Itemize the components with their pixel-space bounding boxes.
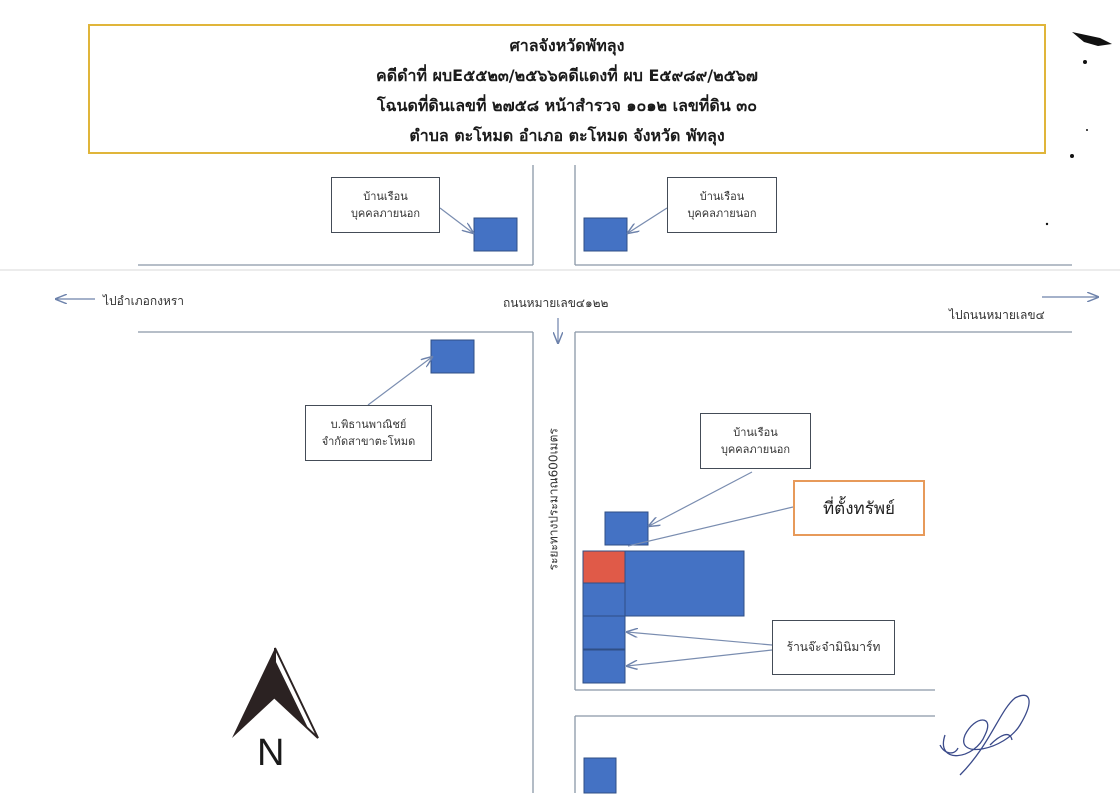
label-line: บุคคลภายนอก bbox=[720, 443, 791, 456]
building-shop-1 bbox=[582, 582, 626, 617]
label-house-top-right: บ้านเรือน บุคคลภายนอก bbox=[667, 177, 777, 233]
building-bottom bbox=[583, 757, 617, 794]
label-line: บ้านเรือน bbox=[699, 190, 745, 203]
callout-property bbox=[627, 506, 794, 547]
label-line: บุคคลภายนอก bbox=[350, 207, 421, 220]
title-block: ศาลจังหวัดพัทลุง คดีดำที่ ผบE๕๕๒๓/๒๕๖๖คด… bbox=[88, 24, 1046, 154]
label-house-middle: บ้านเรือน บุคคลภายนอก bbox=[700, 413, 811, 469]
building-shop-3 bbox=[582, 649, 626, 684]
callout-company bbox=[367, 357, 432, 406]
north-arrow-icon bbox=[232, 647, 319, 739]
court-name: ศาลจังหวัดพัทลุง bbox=[509, 36, 625, 55]
label-to-highway-4: ไปถนนหมายเลข๔ bbox=[949, 308, 1045, 322]
label-line: จำกัดสาขาตะโหมด bbox=[321, 435, 416, 448]
callout-arrows bbox=[367, 207, 794, 666]
road-lines bbox=[138, 165, 1072, 793]
compass-label: N bbox=[257, 732, 285, 774]
callout-top-right bbox=[628, 207, 668, 233]
signature-mark bbox=[939, 694, 1030, 776]
label-line: บุคคลภายนอก bbox=[687, 207, 757, 220]
label-property: ที่ตั้งทรัพย์ bbox=[793, 480, 925, 536]
label-line: บ.พิธานพาณิชย์ bbox=[330, 418, 407, 431]
building-house-middle bbox=[604, 511, 649, 546]
label-line: บ้านเรือน bbox=[363, 190, 408, 203]
scan-specks bbox=[1045, 32, 1112, 226]
building-shop-2 bbox=[582, 615, 626, 650]
building-large bbox=[624, 550, 745, 617]
label-highway-4122: ถนนหมายเลข๔๑๒๒ bbox=[503, 296, 609, 310]
building-company bbox=[430, 339, 475, 374]
label-distance: ระยะทางประมาณ600เมตร bbox=[546, 428, 561, 571]
building-top-right bbox=[583, 217, 628, 252]
location-info: ตำบล ตะโหมด อำเภอ ตะโหมด จังหวัด พัทลุง bbox=[409, 126, 725, 145]
callout-house-middle bbox=[649, 471, 753, 526]
deed-info: โฉนดที่ดินเลขที่ ๒๗๕๘ หน้าสำรวจ ๑๐๑๒ เลข… bbox=[377, 96, 757, 115]
label-shop: ร้านจ๊ะจ๋ามินิมาร์ท bbox=[772, 620, 895, 675]
label-line: บ้านเรือน bbox=[733, 426, 778, 439]
callout-shop-2 bbox=[627, 649, 773, 666]
building-top-left bbox=[473, 217, 518, 252]
label-company: บ.พิธานพาณิชย์ จำกัดสาขาตะโหมด bbox=[305, 405, 432, 461]
label-house-top-left: บ้านเรือน บุคคลภายนอก bbox=[331, 177, 440, 233]
case-number: คดีดำที่ ผบE๕๕๒๓/๒๕๖๖คดีแดงที่ ผบ E๕๙๘๙/… bbox=[376, 66, 758, 85]
property-marker bbox=[582, 550, 626, 584]
callout-top-left bbox=[439, 207, 473, 233]
label-to-kong-ra: ไปอำเภอกงหรา bbox=[103, 294, 185, 308]
direction-arrows bbox=[56, 297, 1098, 343]
callout-shop-1 bbox=[627, 632, 773, 646]
